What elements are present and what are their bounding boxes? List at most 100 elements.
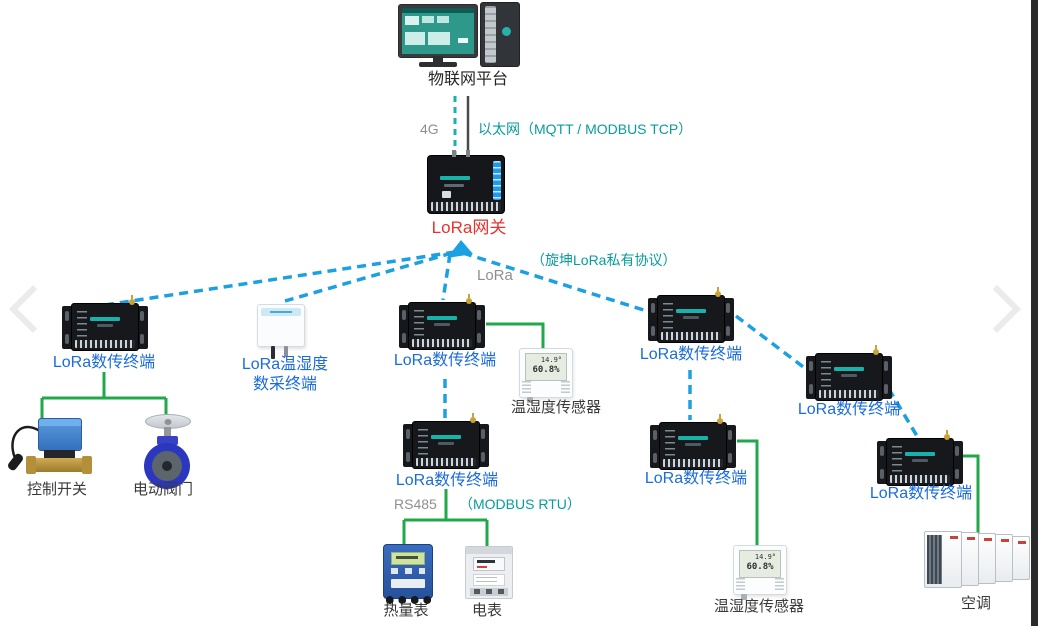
terminal-strip <box>890 475 950 483</box>
terminal-strip <box>661 332 721 340</box>
terminal-cover <box>470 588 508 596</box>
control-switch-device <box>5 415 105 477</box>
sensor-label: 温湿度传感器 <box>713 598 805 615</box>
vent <box>736 578 745 590</box>
wired-links <box>40 322 980 547</box>
dashboard-screen <box>402 8 474 54</box>
model-mark <box>434 323 450 326</box>
terminal-label: LoRa数传终端 <box>797 401 901 418</box>
terminal-body <box>659 422 727 470</box>
model-mark <box>685 443 701 446</box>
terminal-body <box>71 303 139 351</box>
mount-ear <box>403 424 414 467</box>
terminal-body <box>412 421 480 469</box>
lora-terminal-device <box>806 345 892 403</box>
led-column <box>665 430 675 456</box>
ac-cabinet <box>924 531 962 588</box>
valve-stem <box>164 427 171 437</box>
mount-ear <box>952 441 963 484</box>
meter-nameplate <box>473 574 505 586</box>
terminal-body <box>408 302 476 350</box>
mount-ear <box>648 298 659 341</box>
brand-mark <box>431 435 461 439</box>
mount-ear <box>137 306 148 349</box>
mount-ear <box>877 441 888 484</box>
vent <box>561 381 570 393</box>
meter-nameplate <box>391 579 425 588</box>
actuator-band <box>44 450 75 458</box>
lora-protocol-note: （旋坤LoRa私有协议） <box>531 252 677 268</box>
valve-body <box>26 456 92 474</box>
electric-meter-device <box>465 546 513 599</box>
tower-front-panel <box>485 6 496 63</box>
electric-valve-device <box>138 412 196 489</box>
terminal-strip <box>663 459 723 467</box>
sensor-lcd: 14.9° 60.8% <box>525 353 567 381</box>
model-mark <box>841 374 857 377</box>
terminal-strip <box>819 390 879 398</box>
model-mark <box>438 442 454 445</box>
lcd-temperature: 14.9° <box>540 356 562 364</box>
right-edge-bar <box>1031 0 1038 626</box>
probe <box>271 346 275 359</box>
terminal-label: LoRa数传终端 <box>395 472 499 489</box>
antenna-connector-icon <box>466 294 472 304</box>
lora-terminal-device <box>650 414 736 472</box>
cable-glands <box>384 595 432 605</box>
mount-ear <box>399 305 410 348</box>
lora-terminal-device <box>877 430 963 488</box>
antenna-connector-icon <box>944 430 950 440</box>
monitor-stand <box>433 56 443 63</box>
lcd-temperature: 14.9° <box>754 553 776 561</box>
model-mark <box>912 459 928 462</box>
terminal-body <box>886 438 954 486</box>
air-conditioner-device <box>924 529 1030 593</box>
terminal-strip <box>416 458 476 466</box>
mount-ear <box>806 356 817 399</box>
heat-meter-label: 热量表 <box>383 602 429 619</box>
probe-nub <box>527 397 533 403</box>
modbus-rtu-label: （MODBUS RTU） <box>459 496 581 512</box>
terminal-label: LoRa数传终端 <box>644 470 748 487</box>
lcd-text-mark <box>396 556 418 559</box>
meter-register-window <box>473 557 505 571</box>
led-column <box>418 429 428 455</box>
lora-terminal-device <box>62 295 148 353</box>
antenna-connector-icon <box>873 345 879 355</box>
cable-plug <box>6 452 25 472</box>
probe <box>284 346 288 357</box>
terminal-body <box>815 353 883 401</box>
model-mark <box>97 324 113 327</box>
link-4g-label: 4G <box>420 121 439 137</box>
lora-terminal-device <box>648 287 734 345</box>
probe-nub <box>741 594 747 600</box>
meter-lcd <box>391 552 425 565</box>
mount-ear <box>474 305 485 348</box>
brand-mark <box>834 367 864 371</box>
collector-label-strip <box>261 308 301 316</box>
control-switch-label: 控制开关 <box>26 481 88 498</box>
mount-ear <box>650 425 661 468</box>
brand-mark <box>90 317 120 321</box>
model-mark <box>444 184 464 187</box>
link-ethernet-label: 以太网（MQTT / MODBUS TCP） <box>478 121 693 137</box>
terminal-strip <box>431 202 501 211</box>
terminal-label: LoRa数传终端 <box>869 485 973 502</box>
collector-label: LoRa温湿度 数采终端 <box>242 355 328 395</box>
sensor-lcd: 14.9° 60.8% <box>739 550 781 578</box>
rs485-label: RS485 <box>394 496 437 512</box>
mount-ear <box>881 356 892 399</box>
led-column <box>663 303 673 329</box>
lora-terminal-device <box>399 294 485 352</box>
sensor-label: 温湿度传感器 <box>510 399 602 416</box>
strip-text-mark <box>270 311 292 313</box>
led-column <box>414 310 424 336</box>
mount-ear <box>725 425 736 468</box>
valve-ring <box>144 443 190 489</box>
gateway-label: LoRa网关 <box>431 218 507 237</box>
antenna-connector-icon <box>717 414 723 424</box>
collector-label-line2: 数采终端 <box>252 376 318 393</box>
heat-meter-device <box>383 544 433 605</box>
electric-meter-label: 电表 <box>471 602 503 619</box>
